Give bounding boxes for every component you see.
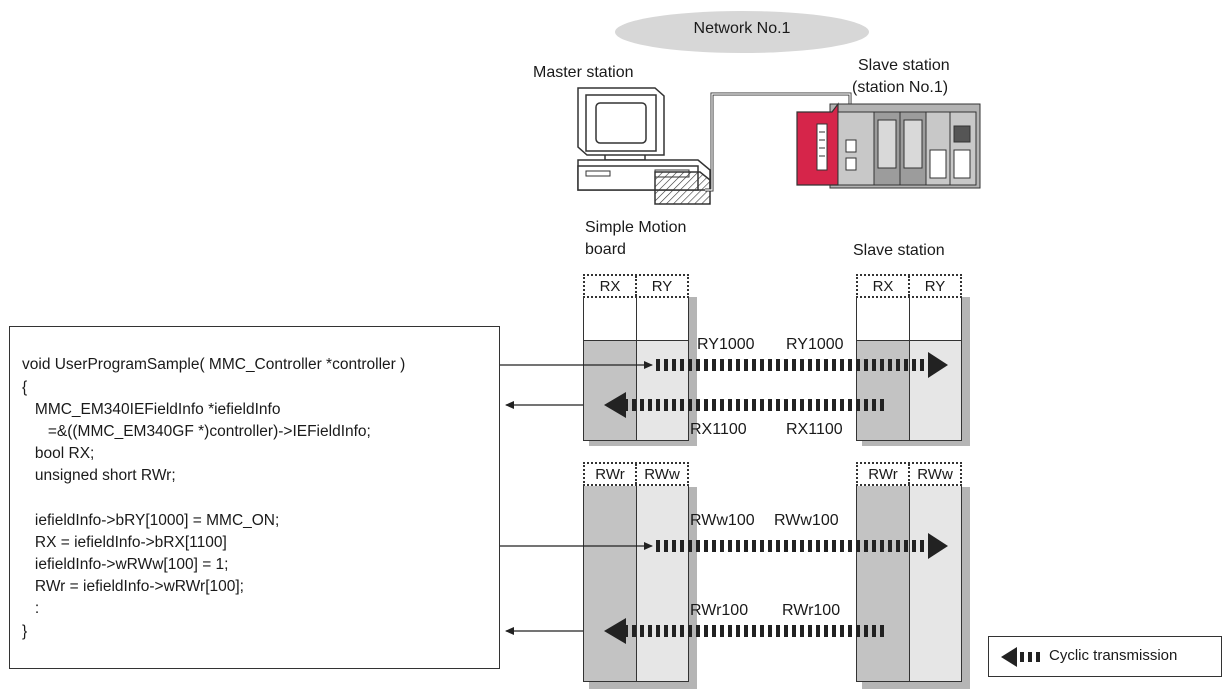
board-bit-table [583,296,689,441]
network-oval [615,11,869,53]
board-bit-table-header: RX RY [583,274,689,298]
rx-cyclic-arrow [604,392,884,418]
slave-rx-header: RX [872,278,894,295]
board-rx-header: RX [599,278,621,295]
master-station-label: Master station [533,64,634,81]
rx-left-label: RX1100 [690,421,747,438]
ry-left-label: RY1000 [697,336,755,353]
rx-right-label: RX1100 [786,421,843,438]
user-program-code-box: void UserProgramSample( MMC_Controller *… [9,326,500,669]
legend-box: Cyclic transmission [988,636,1222,677]
code-line: } [22,623,28,640]
board-label-line2: board [585,241,626,258]
code-line: MMC_EM340IEFieldInfo *iefieldInfo [22,401,281,418]
slave-rwr-header: RWr [868,466,898,483]
rww-cyclic-arrow [652,533,948,559]
network-label: Network No.1 [693,20,791,37]
board-rww-header: RWw [644,466,680,483]
board-word-table [583,484,689,682]
board-rwr-header: RWr [595,466,625,483]
ry-cyclic-arrow [652,352,948,378]
slave-table-label: Slave station [853,242,945,259]
code-line: =&((MMC_EM340GF *)controller)->IEFieldIn… [22,423,371,440]
code-line: iefieldInfo->wRWw[100] = 1; [22,556,229,573]
cyclic-arrow-legend-icon [1001,647,1040,667]
board-word-table-header: RWr RWw [583,462,689,486]
board-label-line1: Simple Motion [585,219,687,236]
slave-ry-header: RY [924,278,946,295]
code-line: RWr = iefieldInfo->wRWr[100]; [22,578,244,595]
legend-label: Cyclic transmission [1049,647,1178,664]
code-line: bool RX; [22,445,95,462]
code-line: : [22,600,40,617]
rww-left-label: RWw100 [690,512,755,529]
rwr-cyclic-arrow [604,618,884,644]
slave-station-label: Slave station [858,57,950,74]
slave-bit-table-header: RX RY [856,274,962,298]
board-ry-header: RY [651,278,673,295]
slave-word-table-header: RWr RWw [856,462,962,486]
code-line: RX = iefieldInfo->bRX[1100] [22,534,227,551]
ry-right-label: RY1000 [786,336,844,353]
rwr-left-label: RWr100 [690,602,749,619]
code-line: unsigned short RWr; [22,467,176,484]
slave-station-number-label: (station No.1) [852,79,949,96]
code-line: iefieldInfo->bRY[1000] = MMC_ON; [22,512,280,529]
code-line: { [22,379,28,396]
slave-word-table [856,484,962,682]
slave-rww-header: RWw [917,466,953,483]
code-line: void UserProgramSample( MMC_Controller *… [22,356,406,373]
rww-right-label: RWw100 [774,512,839,529]
rwr-right-label: RWr100 [782,602,841,619]
